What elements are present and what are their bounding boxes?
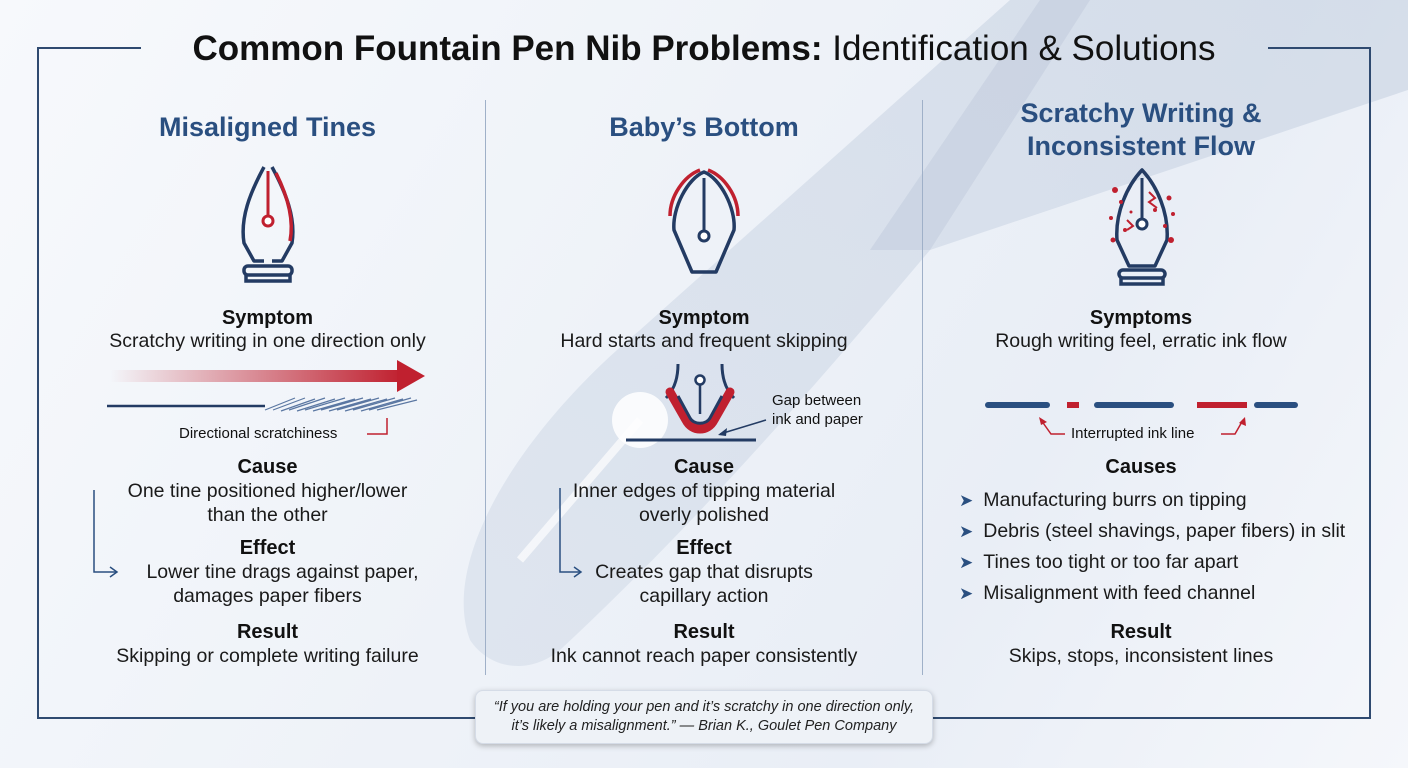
effect-heading: Effect: [239, 537, 296, 559]
column-divider-2: [922, 100, 923, 675]
column-title: Misaligned Tines: [158, 112, 377, 142]
misaligned-nib-icon: [241, 166, 295, 283]
arrow-bullet-icon: ➤: [959, 491, 974, 510]
result-heading: Result: [236, 621, 299, 643]
cause-effect-connector: [93, 490, 119, 578]
page-title: Common Fountain Pen Nib Problems: Identi…: [150, 27, 1258, 71]
column-babys-bottom: Baby’s Bottom Symptom Hard starts and fr…: [486, 0, 922, 768]
column-scratchy-writing: Scratchy Writing & Inconsistent Flow Sym…: [923, 0, 1359, 768]
arrow-bullet-icon: ➤: [959, 584, 974, 603]
cause-heading: Cause: [673, 456, 735, 478]
page-title-regular: Identification & Solutions: [832, 29, 1216, 68]
quote-line-2: it’s likely a misalignment.” — Brian K.,…: [511, 718, 897, 734]
column-divider-1: [485, 100, 486, 675]
quote-line-1: “If you are holding your pen and it’s sc…: [493, 699, 915, 715]
cause-line-2: than the other: [207, 504, 328, 526]
cause-line-1: Inner edges of tipping material: [572, 480, 836, 502]
cause-line-1: One tine positioned higher/lower: [127, 480, 408, 502]
result-text: Ink cannot reach paper consistently: [550, 645, 858, 667]
ink-gap-diagram: [626, 363, 767, 442]
causes-heading: Causes: [1105, 456, 1177, 478]
symptoms-text: Rough writing feel, erratic ink flow: [995, 330, 1287, 352]
list-item: ➤Manufacturing burrs on tipping: [959, 489, 1247, 511]
babys-bottom-nib-icon: [668, 168, 740, 274]
column-misaligned-tines: Misaligned Tines Symptom Scratchy writin…: [50, 0, 485, 768]
effect-line-2: damages paper fibers: [173, 585, 362, 607]
frame-top-right-rule: [1268, 47, 1371, 49]
interrupted-ink-line-diagram: [985, 402, 1298, 435]
symptom-text: Hard starts and frequent skipping: [560, 330, 848, 352]
column-title-line-2: Inconsistent Flow: [1026, 131, 1255, 161]
effect-heading: Effect: [676, 537, 732, 559]
column-title-line-1: Scratchy Writing &: [1020, 98, 1262, 128]
list-item: ➤Tines too tight or too far apart: [959, 551, 1239, 573]
scratchy-nib-icon: [1109, 168, 1175, 286]
arrow-bullet-icon: ➤: [959, 553, 974, 572]
column-title: Baby’s Bottom: [609, 112, 799, 142]
directional-scratchiness-label: Directional scratchiness: [179, 425, 338, 442]
gap-label-line-1: Gap between: [772, 392, 862, 409]
list-item: ➤Debris (steel shavings, paper fibers) i…: [959, 520, 1346, 542]
symptom-text: Scratchy writing in one direction only: [109, 330, 426, 352]
cause-effect-connector: [559, 488, 583, 578]
result-heading: Result: [673, 621, 735, 643]
arrow-bullet-icon: ➤: [959, 522, 974, 541]
quote-box: “If you are holding your pen and it’s sc…: [475, 690, 933, 744]
effect-line-1: Creates gap that disrupts: [595, 561, 813, 583]
effect-line-1: Lower tine drags against paper,: [146, 561, 419, 583]
cause-heading: Cause: [237, 456, 298, 478]
gap-label-line-2: ink and paper: [772, 411, 863, 428]
effect-line-2: capillary action: [639, 585, 769, 607]
interrupted-ink-line-label: Interrupted ink line: [1071, 425, 1195, 442]
cause-line-2: overly polished: [638, 504, 770, 526]
causes-list: ➤Manufacturing burrs on tipping ➤Debris …: [959, 485, 1345, 609]
frame-top-left-rule: [37, 47, 141, 49]
page-title-bold: Common Fountain Pen Nib Problems:: [192, 29, 823, 68]
symptoms-heading: Symptoms: [1089, 307, 1193, 329]
directional-scratch-diagram: [107, 360, 425, 435]
result-text: Skipping or complete writing failure: [116, 645, 419, 667]
symptom-heading: Symptom: [658, 307, 750, 329]
result-heading: Result: [1110, 621, 1172, 643]
symptom-heading: Symptom: [221, 307, 314, 329]
list-item: ➤Misalignment with feed channel: [959, 582, 1256, 604]
result-text: Skips, stops, inconsistent lines: [1008, 645, 1274, 667]
